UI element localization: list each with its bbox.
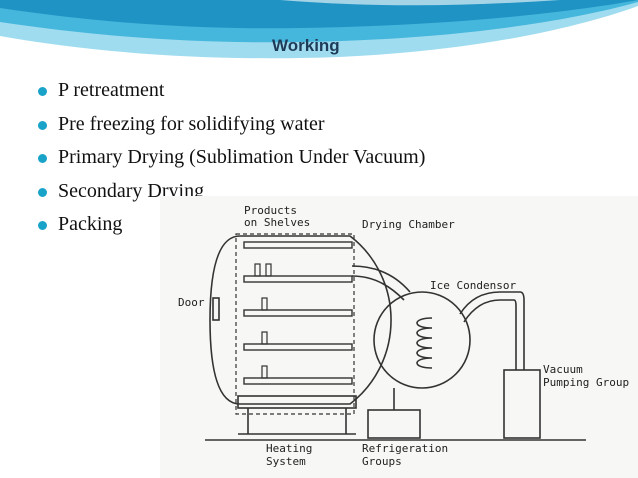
bullet-item: Primary Drying (Sublimation Under Vacuum… <box>38 141 425 175</box>
label-drying-chamber: Drying Chamber <box>362 218 455 231</box>
label-refrigeration-sub: Groups <box>362 455 402 468</box>
product-vial <box>265 263 272 277</box>
vacuum-pump <box>503 369 541 439</box>
condenser-coil <box>416 317 433 369</box>
bullet-item: Pre freezing for solidifying water <box>38 108 425 142</box>
label-heating: Heating <box>266 442 312 455</box>
label-products-sub: on Shelves <box>244 216 310 229</box>
product-vial <box>254 263 261 277</box>
drying-chamber <box>209 235 392 405</box>
label-heating-sub: System <box>266 455 306 468</box>
label-products: Products <box>244 204 297 217</box>
product-vial <box>261 331 268 345</box>
door <box>212 297 220 321</box>
product-vial <box>261 297 268 311</box>
diagram-background <box>160 196 638 478</box>
chamber-condenser-pipe <box>351 265 411 293</box>
shelf <box>243 275 353 283</box>
bullet-item: P retreatment <box>38 74 425 108</box>
bullet-item: Packing <box>38 208 425 242</box>
shelf <box>243 377 353 385</box>
vacuum-pipe <box>459 291 525 370</box>
product-vial <box>261 365 268 379</box>
slide-title: Working <box>272 36 340 55</box>
label-door: Door <box>178 296 205 309</box>
shelf <box>243 343 353 351</box>
shelf <box>243 309 353 317</box>
ice-condenser <box>373 291 471 389</box>
shelf <box>243 241 353 249</box>
product-boundary <box>235 233 355 415</box>
freeze-dryer-diagram: Products on Shelves Drying Chamber Ice C… <box>160 196 638 478</box>
label-vacuum-sub: Pumping Group <box>543 376 629 389</box>
label-ice-condenser: Ice Condensor <box>430 279 516 292</box>
heating-base <box>237 395 357 409</box>
header-wave-decoration <box>0 0 638 59</box>
label-vacuum: Vacuum <box>543 363 583 376</box>
label-refrigeration: Refrigeration <box>362 442 448 455</box>
